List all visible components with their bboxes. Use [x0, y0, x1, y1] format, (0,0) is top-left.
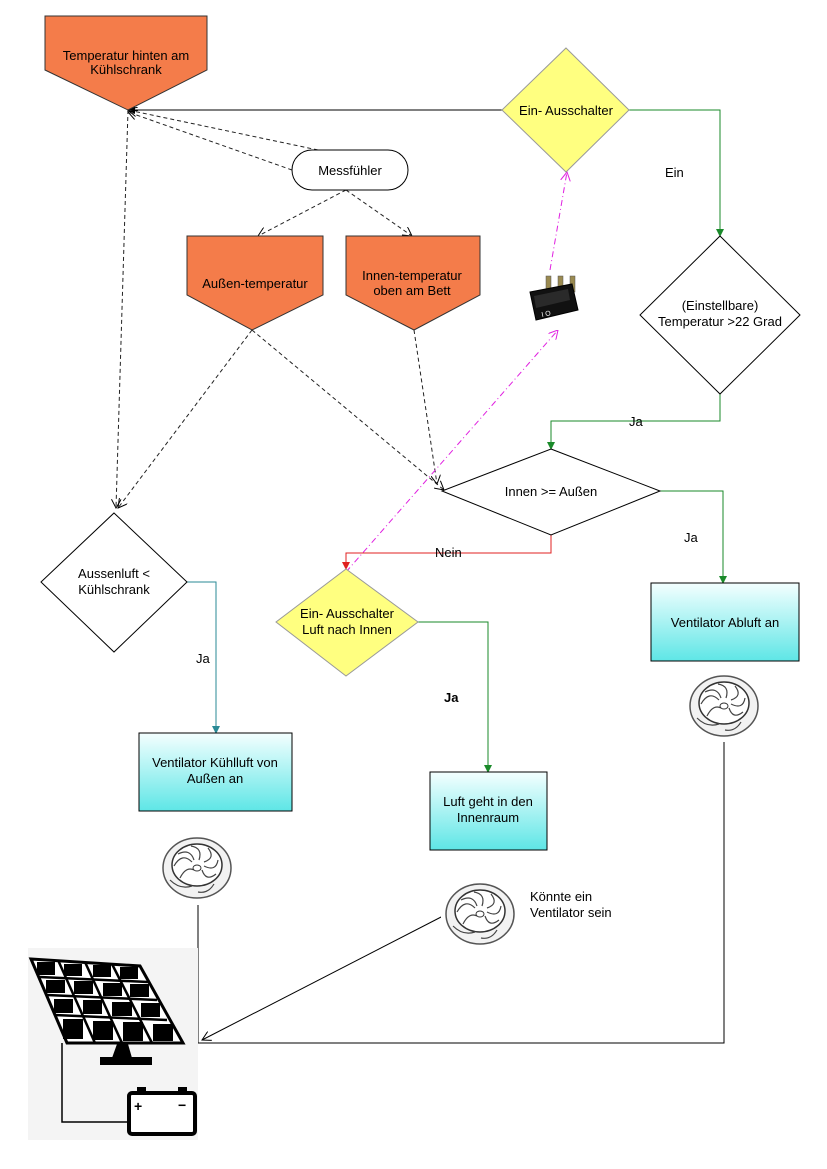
svg-text:Temperatur hinten am: Temperatur hinten am — [63, 48, 189, 63]
svg-text:Innen >= Außen: Innen >= Außen — [505, 484, 598, 499]
svg-text:Außen an: Außen an — [187, 771, 243, 786]
label-ja-threshold: Ja — [629, 414, 644, 429]
node-temperature-threshold: (Einstellbare) Temperatur >22 Grad — [639, 235, 801, 395]
svg-text:Ein- Ausschalter: Ein- Ausschalter — [519, 103, 614, 118]
svg-text:Ein- Ausschalter: Ein- Ausschalter — [300, 606, 395, 621]
sensor-links — [116, 110, 444, 508]
svg-text:Luft nach Innen: Luft nach Innen — [302, 622, 392, 637]
fan-icon — [684, 669, 764, 743]
label-ein: Ein — [665, 165, 684, 180]
node-fan-exhaust: Ventilator Abluft an — [650, 582, 800, 662]
battery-icon: + − — [127, 1087, 197, 1136]
svg-text:Messfühler: Messfühler — [318, 163, 382, 178]
node-fan-cooling: Ventilator Kühlluft von Außen an — [138, 732, 293, 812]
node-fridge-temperature: Temperatur hinten am Kühlschrank — [44, 15, 208, 111]
svg-text:Innen-temperatur: Innen-temperatur — [362, 268, 462, 283]
node-sensor: Messfühler — [291, 149, 409, 191]
svg-text:Ventilator Abluft an: Ventilator Abluft an — [671, 615, 779, 630]
svg-text:−: − — [178, 1097, 186, 1113]
svg-text:Temperatur >22 Grad: Temperatur >22 Grad — [658, 314, 782, 329]
svg-text:Kühlschrank: Kühlschrank — [90, 62, 162, 77]
svg-text:Innenraum: Innenraum — [457, 810, 519, 825]
fan-note: Könnte ein Ventilator sein — [530, 889, 612, 920]
node-air-inside: Luft geht in den Innenraum — [429, 771, 548, 851]
svg-text:Ventilator Kühlluft von: Ventilator Kühlluft von — [152, 755, 278, 770]
svg-text:oben am Bett: oben am Bett — [373, 283, 451, 298]
solar-panel-icon — [28, 948, 198, 1140]
svg-text:(Einstellbare): (Einstellbare) — [682, 298, 759, 313]
svg-text:Ventilator sein: Ventilator sein — [530, 905, 612, 920]
svg-text:Luft geht in den: Luft geht in den — [443, 794, 533, 809]
node-air-vs-fridge: Aussenluft < Kühlschrank — [40, 512, 188, 653]
label-ja-switch: Ja — [444, 690, 459, 705]
fan-icon — [157, 831, 237, 905]
edge-switch-inside-to-air — [418, 621, 492, 773]
svg-text:I O: I O — [541, 310, 552, 319]
edge-switch-to-threshold — [629, 109, 724, 237]
svg-text:Außen-temperatur: Außen-temperatur — [202, 276, 308, 291]
node-main-switch: Ein- Ausschalter — [501, 47, 630, 173]
svg-text:Aussenluft <: Aussenluft < — [78, 566, 150, 581]
svg-text:Kühlschrank: Kühlschrank — [78, 582, 150, 597]
edge-compare-to-switch-inside — [342, 535, 552, 570]
label-nein: Nein — [435, 545, 462, 560]
node-inside-temperature: Innen-temperatur oben am Bett — [345, 235, 481, 331]
switch-links — [345, 172, 567, 573]
fan-icon — [440, 877, 520, 951]
node-outside-temperature: Außen-temperatur — [186, 235, 324, 331]
label-ja-air: Ja — [196, 651, 211, 666]
svg-text:Könnte ein: Könnte ein — [530, 889, 592, 904]
label-ja-compare: Ja — [684, 530, 699, 545]
node-switch-air-inside: Ein- Ausschalter Luft nach Innen — [275, 568, 419, 677]
rocker-switch-icon: I O — [520, 270, 588, 330]
edge-air-to-cooling — [187, 581, 220, 734]
edge-compare-to-exhaust — [660, 490, 727, 584]
edge-threshold-to-compare — [547, 394, 721, 450]
svg-text:+: + — [134, 1098, 142, 1114]
node-compare-inside-outside: Innen >= Außen — [440, 448, 662, 536]
